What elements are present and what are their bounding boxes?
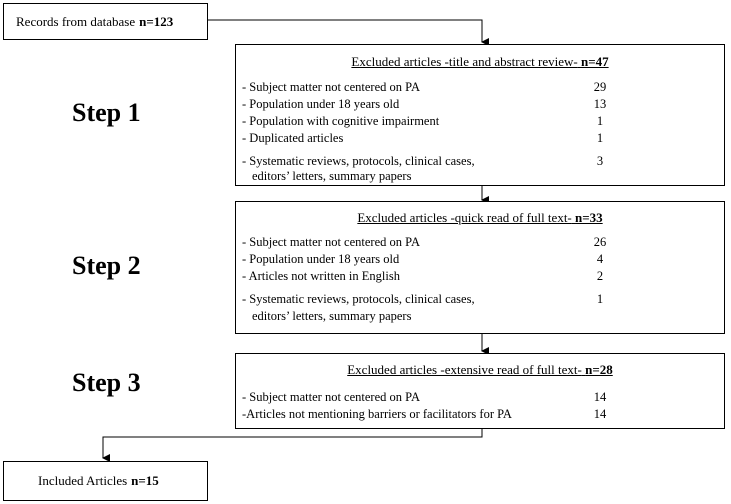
excluded-box-title: Excluded articles -extensive read of ful…: [347, 362, 613, 377]
excluded-box-step3: Excluded articles -extensive read of ful…: [235, 353, 725, 429]
records-count: n=123: [139, 13, 174, 29]
step-1-label: Step 1: [72, 98, 141, 127]
exclusion-row-continued: editors’ letters, summary papers: [252, 309, 412, 323]
exclusion-row: - Systematic reviews, protocols, clinica…: [242, 292, 604, 306]
exclusion-row-continued: editors’ letters, summary papers: [252, 169, 412, 183]
excluded-box-title: Excluded articles -quick read of full te…: [357, 210, 603, 225]
excluded-box-count: n=28: [585, 362, 613, 377]
records-box: Records from database n=123: [3, 3, 208, 40]
arrow-step3-to-included: [102, 429, 483, 462]
excluded-box-step1: Excluded articles -title and abstract re…: [235, 44, 725, 186]
excluded-box-title: Excluded articles -title and abstract re…: [351, 54, 609, 69]
included-label: Included Articles: [38, 473, 128, 488]
records-label: Records from database: [16, 13, 136, 29]
step-2-label: Step 2: [72, 251, 141, 280]
exclusion-row: -Articles not mentioning barriers or fac…: [242, 407, 607, 421]
step-3-label: Step 3: [72, 368, 141, 397]
excluded-box-step2: Excluded articles -quick read of full te…: [235, 201, 725, 334]
arrow-records-to-step1: [208, 19, 489, 46]
excluded-box-count: n=47: [580, 54, 609, 69]
included-box: Included Articles n=15: [3, 461, 208, 501]
excluded-box-count: n=33: [575, 210, 603, 225]
exclusion-row: - Systematic reviews, protocols, clinica…: [242, 154, 604, 168]
included-count: n=15: [131, 473, 159, 488]
